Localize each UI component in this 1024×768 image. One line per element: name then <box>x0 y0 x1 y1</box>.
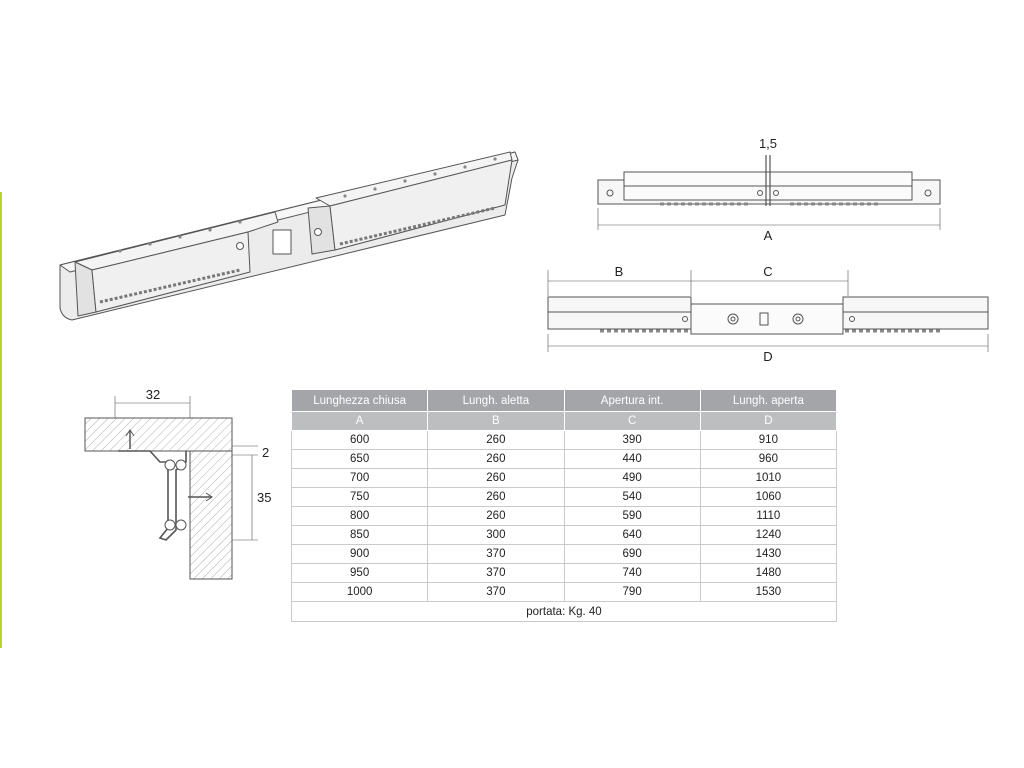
table-cell: 650 <box>290 449 429 469</box>
table-cell: 910 <box>699 430 838 450</box>
table-cell: 740 <box>563 563 701 583</box>
table-cell: 260 <box>427 430 565 450</box>
table-cell: 800 <box>290 506 429 526</box>
table-cell: 370 <box>427 582 565 602</box>
closed-slide-drawing <box>597 155 941 230</box>
col-header-opening: Apertura int. <box>563 389 701 412</box>
dim-32-label: 32 <box>146 387 160 402</box>
table-cell: 700 <box>290 468 429 488</box>
table-cell: 540 <box>563 487 701 507</box>
table-cell: 1060 <box>699 487 838 507</box>
table-cell: 490 <box>563 468 701 488</box>
dimensions-table: Lunghezza chiusa Lungh. aletta Apertura … <box>290 389 838 622</box>
table-cell: 260 <box>427 449 565 469</box>
col-letter-a: A <box>290 411 429 431</box>
table-cell: 960 <box>699 449 838 469</box>
table-cell: 590 <box>563 506 701 526</box>
table-cell: 260 <box>427 487 565 507</box>
table-cell: 260 <box>427 468 565 488</box>
table-cell: 1000 <box>290 582 429 602</box>
table-cell: 1110 <box>699 506 838 526</box>
col-header-closed-length: Lunghezza chiusa <box>290 389 429 412</box>
table-letter-row: A B C D <box>290 411 838 431</box>
table-cell: 260 <box>427 506 565 526</box>
col-letter-b: B <box>427 411 565 431</box>
open-slide-drawing <box>547 270 989 352</box>
table-cell: 600 <box>290 430 429 450</box>
table-cell: 850 <box>290 525 429 545</box>
table-cell: 370 <box>427 544 565 564</box>
table-cell: 440 <box>563 449 701 469</box>
table-cell: 390 <box>563 430 701 450</box>
table-cell: 300 <box>427 525 565 545</box>
dim-a-label: A <box>764 228 773 243</box>
col-header-wing-length: Lungh. aletta <box>427 389 565 412</box>
table-cell: 640 <box>563 525 701 545</box>
slide-perspective-drawing <box>59 151 519 321</box>
table-header-row: Lunghezza chiusa Lungh. aletta Apertura … <box>290 389 838 412</box>
dim-c-label: C <box>763 264 772 279</box>
dim-thickness-label: 1,5 <box>759 136 777 151</box>
table-cell: 750 <box>290 487 429 507</box>
col-letter-c: C <box>563 411 701 431</box>
dim-2-label: 2 <box>262 445 269 460</box>
table-cell: 1530 <box>699 582 838 602</box>
table-cell: 790 <box>563 582 701 602</box>
col-letter-d: D <box>699 411 838 431</box>
profile-section-drawing <box>84 396 258 580</box>
table-cell: 1430 <box>699 544 838 564</box>
dim-d-label: D <box>763 349 772 364</box>
accent-bar <box>0 192 2 648</box>
table-cell: 1240 <box>699 525 838 545</box>
load-capacity-note: portata: Kg. 40 <box>291 601 837 622</box>
table-cell: 900 <box>290 544 429 564</box>
table-cell: 950 <box>290 563 429 583</box>
table-footer-row: portata: Kg. 40 <box>291 601 837 622</box>
table-cell: 690 <box>563 544 701 564</box>
table-cell: 1010 <box>699 468 838 488</box>
dim-35-label: 35 <box>257 490 271 505</box>
dim-b-label: B <box>615 264 624 279</box>
col-header-open-length: Lungh. aperta <box>699 389 838 412</box>
table-cell: 1480 <box>699 563 838 583</box>
table-cell: 370 <box>427 563 565 583</box>
